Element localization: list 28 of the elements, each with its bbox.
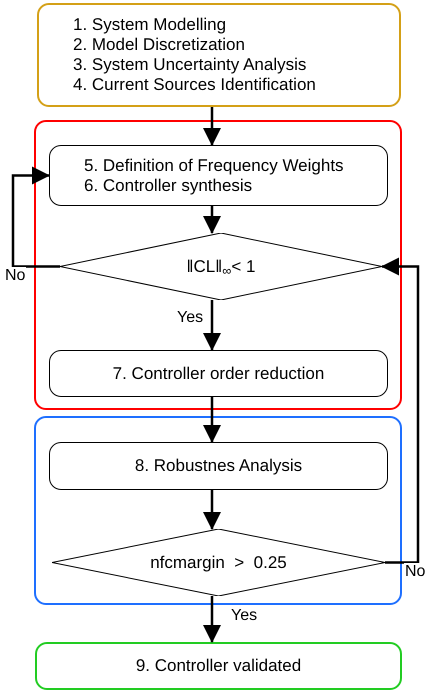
- group-frame: [34, 120, 402, 410]
- process-box: [49, 145, 388, 206]
- process-box: [37, 3, 401, 107]
- process-box: [49, 442, 388, 490]
- arrow: [203, 596, 221, 643]
- decision-diamond: [52, 529, 385, 596]
- arrow: [203, 490, 221, 530]
- step-text: 8. Robustnes Analysis: [134, 456, 302, 476]
- step-text: 4. Current Sources Identification: [73, 75, 316, 95]
- process-box: [49, 350, 388, 397]
- step-text: 2. Model Discretization: [73, 35, 245, 55]
- arrow: [12, 166, 60, 268]
- step-text: 1. System Modelling: [73, 15, 226, 35]
- decision-diamond: [60, 233, 382, 300]
- arrow: [203, 206, 221, 234]
- group-frame: [34, 416, 402, 605]
- step-text: ‖CL‖$_{∞}$< 1: [186, 256, 256, 276]
- step-text: 6. Controller synthesis: [84, 176, 252, 196]
- step-text: 9. Controller validated: [136, 656, 302, 676]
- step-text: 7. Controller order reduction: [112, 364, 324, 384]
- step-text: nfcmargin > 0.25: [150, 552, 287, 572]
- process-box: [35, 642, 402, 690]
- step-text: 3. System Uncertainty Analysis: [73, 55, 306, 75]
- arrow: [203, 397, 221, 443]
- arrow: [381, 258, 420, 564]
- step-text: 5. Definition of Frequency Weights: [84, 156, 344, 176]
- arrow: [203, 107, 221, 146]
- arrow: [203, 300, 221, 351]
